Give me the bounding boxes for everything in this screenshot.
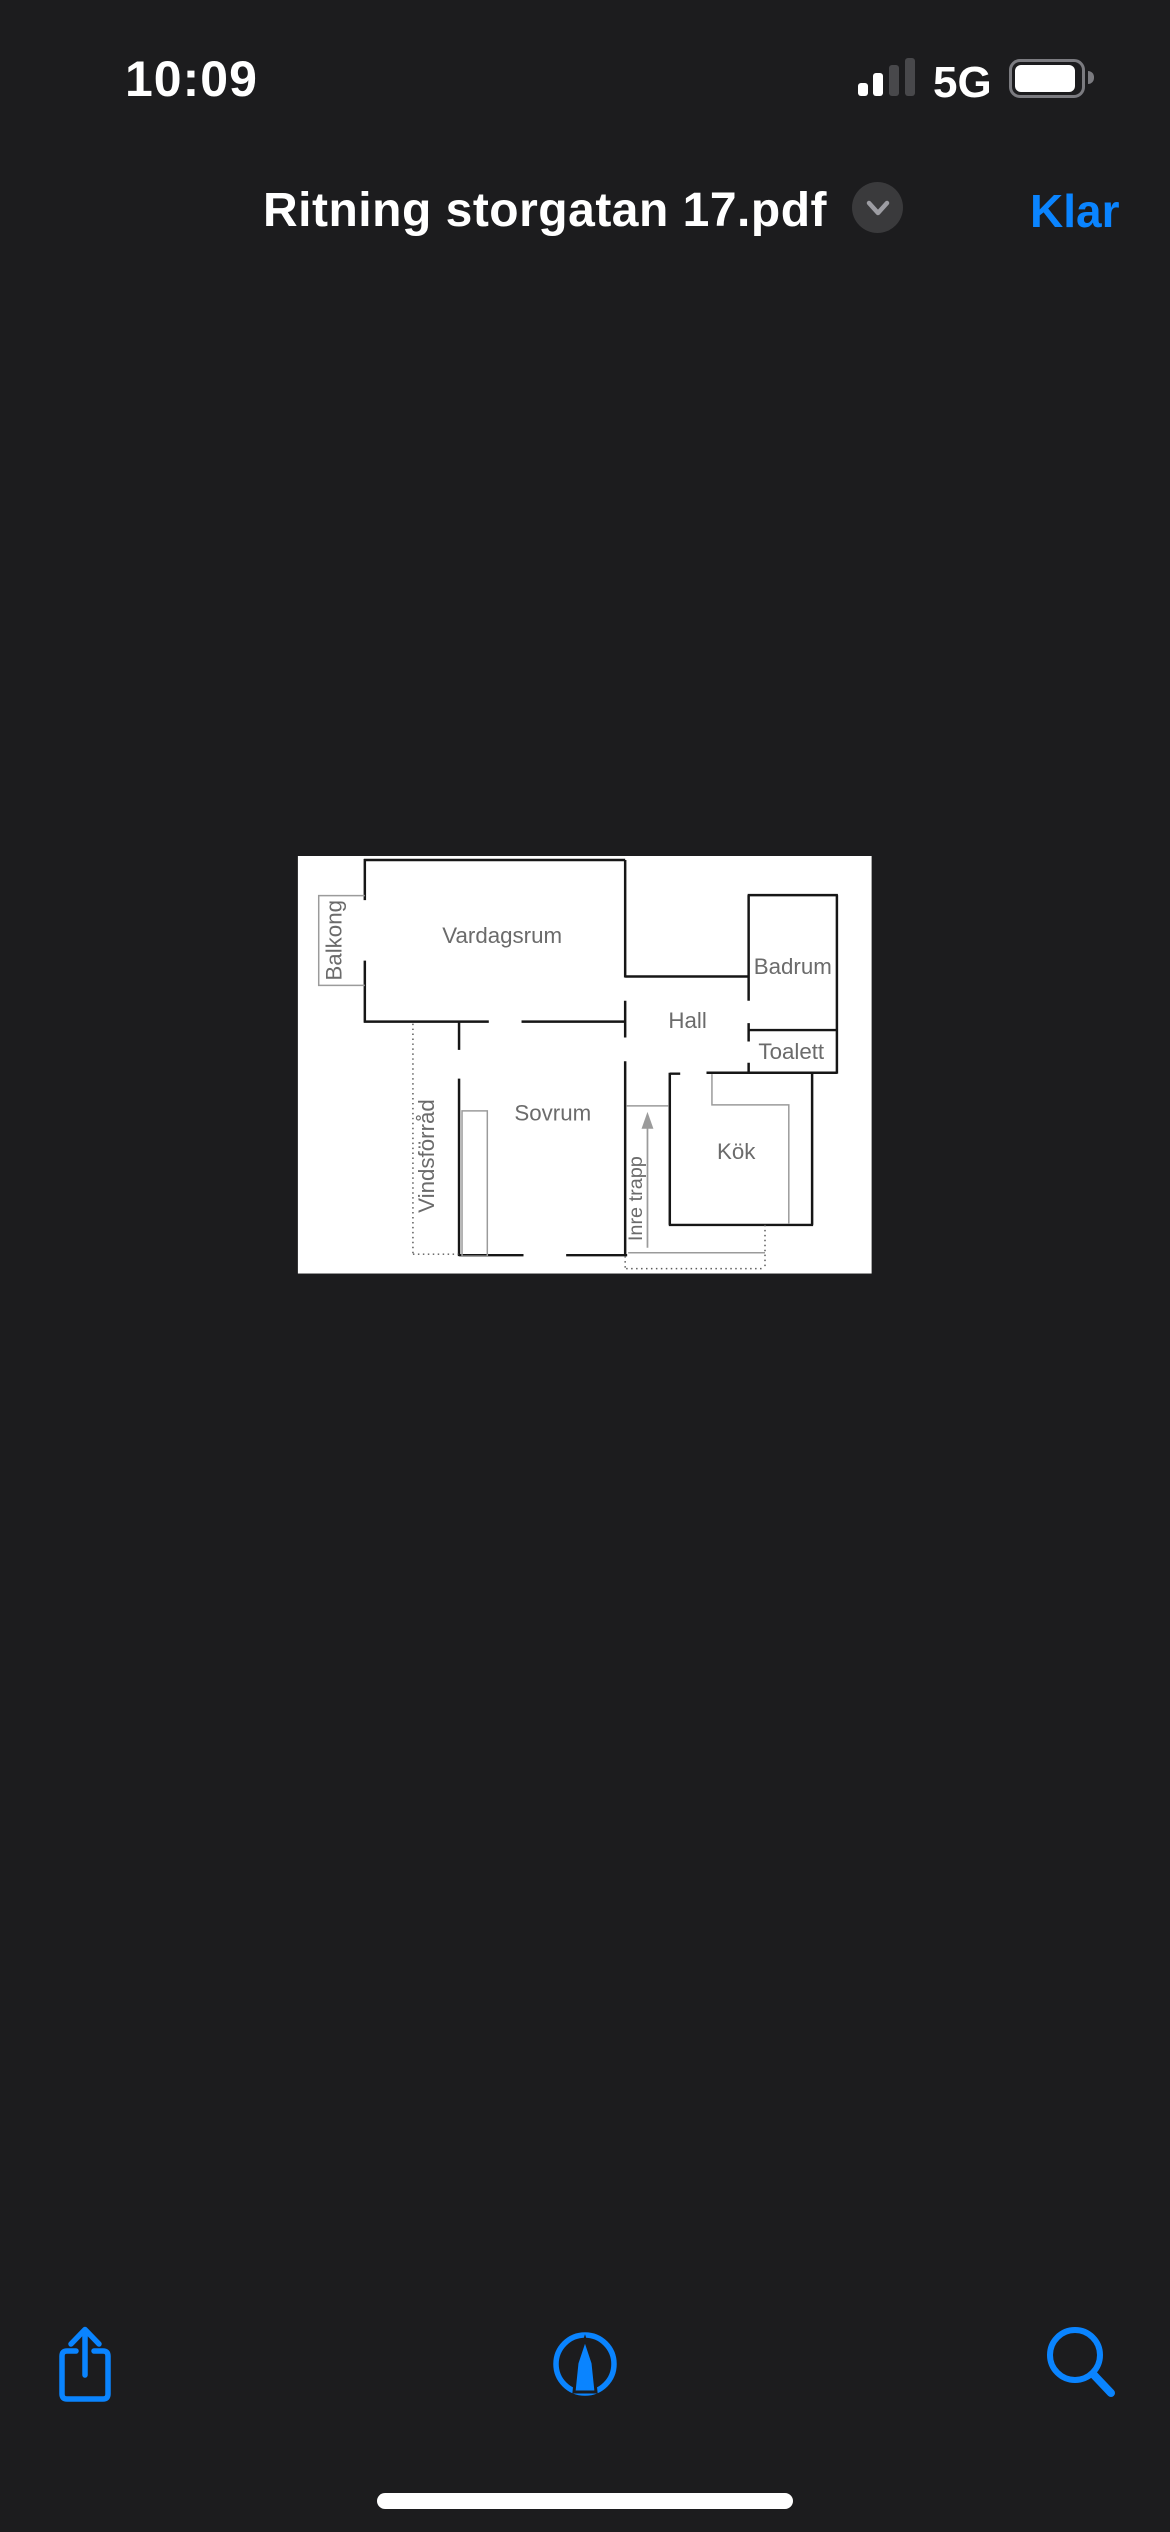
stair-arrow-head — [641, 1111, 654, 1129]
floor-plan: Balkong Vardagsrum Badrum Hall Toalett V… — [297, 856, 872, 1274]
share-button[interactable] — [40, 2317, 130, 2407]
kitchen-counter-outline — [711, 1074, 790, 1224]
room-label-badrum: Badrum — [754, 954, 832, 979]
balcony-outline — [317, 894, 365, 987]
closet-outline — [461, 1110, 489, 1257]
status-time: 10:09 — [125, 51, 258, 107]
search-button[interactable] — [1033, 2313, 1123, 2403]
room-label-hall: Hall — [668, 1008, 706, 1033]
room-label-vindsforrad: Vindsförråd — [414, 1099, 439, 1213]
home-indicator[interactable] — [377, 2493, 793, 2509]
room-label-kok: Kök — [717, 1139, 756, 1164]
battery-icon — [1009, 59, 1085, 98]
cellular-signal-icon — [858, 58, 920, 96]
markup-button[interactable] — [540, 2318, 630, 2408]
markup-icon — [553, 2332, 617, 2396]
room-label-toalett: Toalett — [758, 1039, 824, 1064]
stair-lines — [626, 1105, 766, 1254]
room-label-balkong: Balkong — [322, 900, 347, 981]
room-label-sovrum: Sovrum — [514, 1100, 591, 1125]
done-button[interactable]: Klar — [1030, 185, 1120, 237]
pdf-page-background — [297, 856, 872, 1274]
room-label-inre-trapp: Inre trapp — [625, 1156, 647, 1241]
share-icon — [59, 2326, 111, 2402]
battery-tip — [1088, 71, 1094, 84]
network-type-label: 5G — [933, 58, 992, 107]
document-title: Ritning storgatan 17.pdf — [263, 184, 827, 237]
dotted-boundaries — [412, 1023, 766, 1270]
room-label-vardagsrum: Vardagsrum — [442, 923, 562, 948]
chevron-down-icon — [866, 200, 889, 215]
floor-plan-walls — [363, 858, 839, 1257]
pdf-page-canvas[interactable]: Balkong Vardagsrum Badrum Hall Toalett V… — [0, 856, 1170, 1698]
search-icon — [1047, 2327, 1115, 2397]
title-menu-button[interactable] — [852, 182, 903, 233]
